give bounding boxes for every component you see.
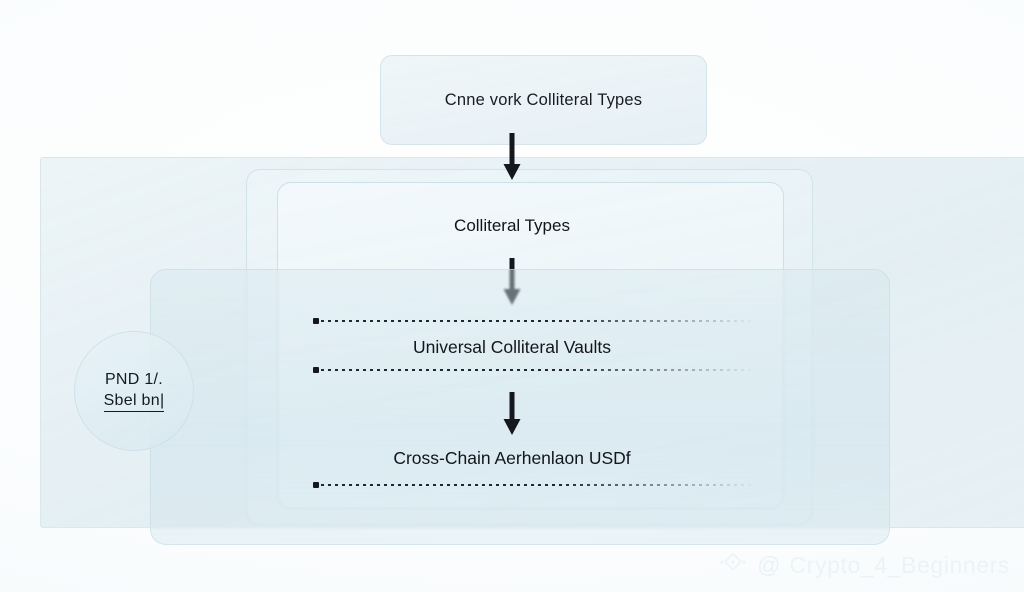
dotted-divider — [313, 366, 757, 374]
circle-badge: PND 1/. Sbel bn| — [74, 331, 194, 451]
watermark: @ Crypto_4_Beginners — [718, 550, 1010, 580]
divider-cap — [313, 482, 319, 488]
arrow-down-icon — [502, 392, 522, 436]
badge-line-1: PND 1/. — [104, 370, 164, 388]
top-card-label: Cnne vork Colliteral Types — [444, 90, 643, 109]
node-label-cross-chain: Cross-Chain Aerhenlaon USDf — [393, 448, 631, 468]
binance-diamond-icon — [718, 550, 748, 580]
divider-cap — [313, 318, 319, 324]
divider-line — [321, 320, 757, 322]
top-card: Cnne vork Colliteral Types — [380, 55, 707, 145]
badge-line-2: Sbel bn| — [103, 392, 165, 412]
watermark-handle: Crypto_4_Beginners — [789, 551, 1010, 578]
at-symbol-icon: @ — [757, 551, 781, 578]
divider-line — [321, 369, 757, 371]
divider-line — [321, 484, 757, 486]
node-label-collateral-types: Colliteral Types — [454, 216, 570, 235]
dotted-divider — [313, 317, 757, 325]
arrow-down-icon — [502, 133, 522, 181]
dotted-divider — [313, 481, 757, 489]
node-label-universal-vaults: Universal Colliteral Vaults — [412, 337, 612, 357]
overlay-glass-panel — [150, 269, 890, 545]
divider-cap — [313, 367, 319, 373]
